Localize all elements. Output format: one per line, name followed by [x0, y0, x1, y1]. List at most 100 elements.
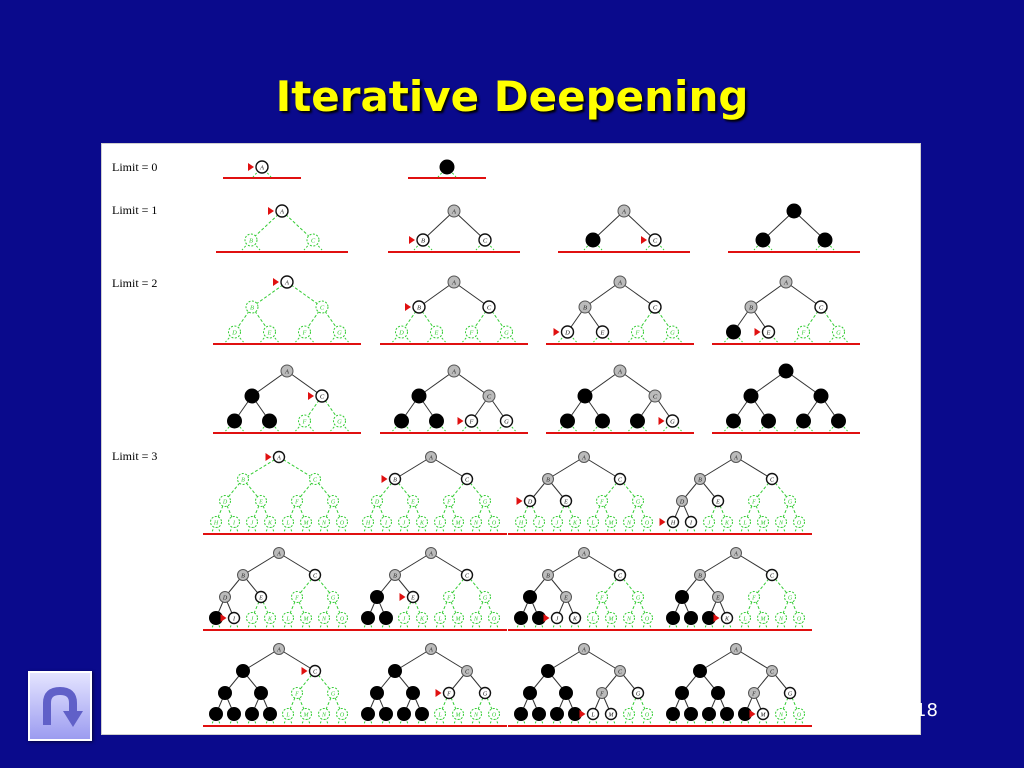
node-label: O	[492, 616, 497, 622]
node-label: L	[285, 616, 290, 622]
tree-node	[262, 413, 277, 429]
node-label: A	[428, 647, 433, 653]
node-label: D	[222, 595, 228, 601]
node-label: M	[455, 520, 462, 526]
tree-node	[632, 495, 644, 507]
node-label: H	[670, 520, 676, 526]
tree-node	[465, 325, 478, 339]
tree-node	[595, 325, 610, 339]
tree-node	[623, 612, 635, 624]
tree-node	[739, 612, 751, 624]
tree-node	[765, 568, 779, 582]
node-label: N	[626, 616, 632, 622]
tree-node	[560, 413, 575, 429]
node-label: A	[783, 279, 788, 286]
tree-edge	[287, 500, 298, 523]
tree-node	[452, 612, 464, 624]
tree-node	[275, 204, 289, 218]
tree-node	[712, 591, 724, 603]
tree-node	[730, 451, 742, 463]
tree-node	[361, 611, 375, 625]
pointer-arrow	[265, 453, 272, 461]
tree-edge	[242, 456, 280, 480]
pointer-arrow	[641, 236, 647, 244]
back-button[interactable]	[28, 671, 92, 741]
tree-node	[596, 591, 608, 603]
tree-node	[309, 473, 321, 485]
tree-edge	[448, 500, 459, 523]
tree-edge	[367, 500, 378, 523]
tree-node	[775, 612, 787, 624]
tree-node	[461, 665, 473, 677]
tree-node	[720, 611, 734, 625]
node-label: G	[337, 418, 342, 425]
node-label: B	[546, 573, 550, 579]
tree-node	[730, 643, 742, 655]
tree-node	[796, 413, 811, 429]
tree-node	[613, 364, 627, 378]
node-label: C	[770, 573, 775, 579]
node-label: F	[446, 595, 451, 601]
tree-edge	[251, 500, 262, 523]
tree-node	[542, 569, 554, 581]
tree-edge	[250, 210, 283, 241]
tree-node	[336, 708, 348, 720]
tree-edge	[484, 692, 495, 715]
node-label: N	[626, 520, 632, 526]
node-label: G	[636, 595, 641, 601]
tree-node	[666, 707, 680, 721]
node-label: C	[313, 477, 318, 483]
tree-edge	[789, 692, 800, 715]
tree-edge	[735, 552, 773, 576]
tree-node	[379, 611, 393, 625]
tree-edge	[753, 500, 764, 523]
pointer-arrow	[754, 328, 761, 336]
tree-edge	[699, 648, 737, 672]
node-label: L	[437, 520, 442, 526]
tree-edge	[484, 596, 495, 619]
node-label: H	[213, 520, 219, 526]
tree-node	[559, 494, 573, 508]
node-label: A	[284, 368, 289, 375]
node-label: G	[788, 499, 793, 505]
node-label: C	[618, 669, 623, 675]
tree-node	[577, 388, 593, 404]
tree-node	[761, 325, 776, 339]
tree-edge	[592, 500, 603, 523]
node-label: C	[487, 393, 492, 400]
node-label: B	[393, 573, 397, 579]
node-label: N	[473, 616, 479, 622]
tree-node	[300, 612, 312, 624]
node-label: C	[653, 237, 658, 244]
node-label: E	[715, 595, 720, 601]
tree-node	[327, 495, 339, 507]
tree-edge	[287, 596, 298, 619]
panel-5: AC	[558, 204, 690, 253]
tree-edge	[475, 596, 486, 619]
node-label: B	[698, 573, 702, 579]
tree-node	[831, 413, 846, 429]
row-label-limit-0: Limit = 0	[112, 160, 157, 174]
node-label: B	[393, 477, 397, 483]
tree-node	[219, 591, 231, 603]
node-label: C	[465, 669, 470, 675]
tree-node	[666, 325, 679, 339]
tree-node	[442, 686, 456, 700]
tree-edge	[735, 456, 773, 480]
tree-edge	[430, 648, 468, 672]
tree-edge	[601, 596, 612, 619]
tree-node	[648, 389, 662, 403]
tree-node	[755, 232, 771, 248]
tree-node	[315, 300, 329, 314]
tree-node	[730, 547, 742, 559]
node-label: G	[331, 499, 336, 505]
node-label: C	[618, 477, 623, 483]
tree-edge	[565, 500, 576, 523]
tree-node	[684, 707, 698, 721]
node-label: O	[340, 520, 345, 526]
tree-edge	[403, 596, 414, 619]
node-label: C	[487, 304, 492, 311]
